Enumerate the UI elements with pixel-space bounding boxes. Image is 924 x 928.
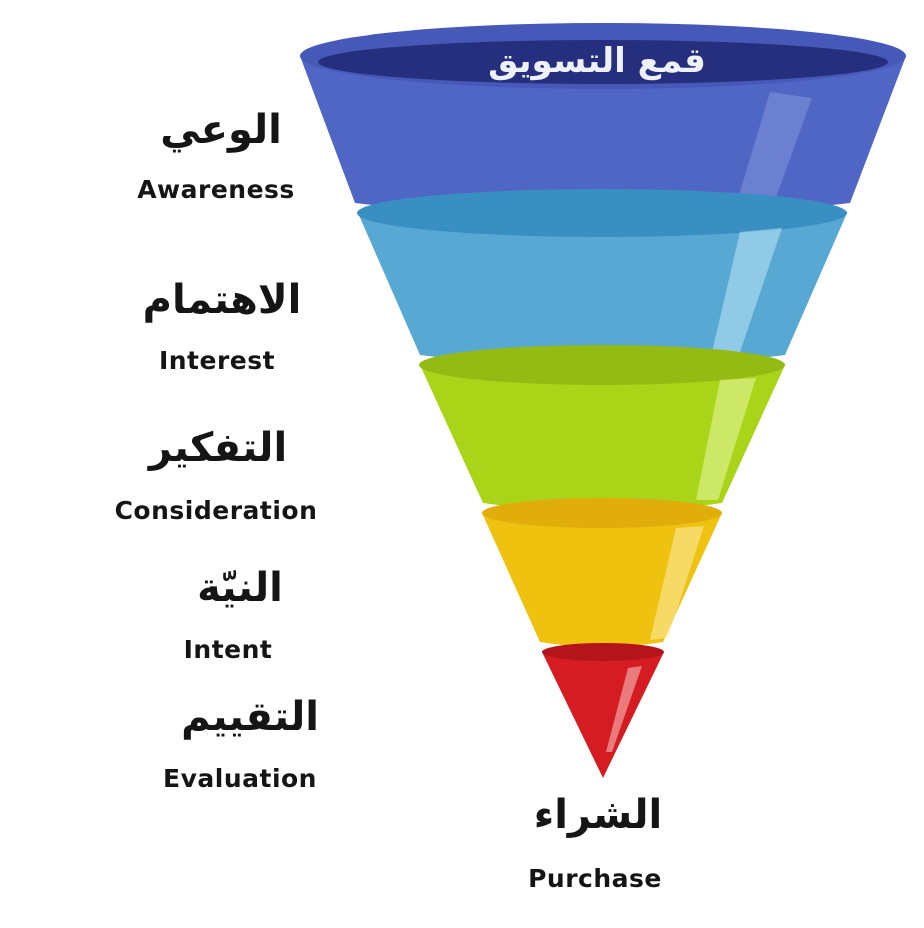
stage-interest-english: Interest — [158, 346, 276, 375]
funnel-title: قمع التسويق — [488, 41, 706, 81]
stage-interest-arabic: الاهتمام — [142, 277, 302, 323]
funnel-segment-interest — [357, 189, 847, 367]
funnel-segment-awareness — [300, 23, 906, 218]
stage-purchase-english: Purchase — [528, 864, 662, 893]
stage-awareness-arabic: الوعي — [160, 107, 282, 153]
funnel-segment-consideration — [419, 345, 785, 512]
stage-awareness-english: Awareness — [137, 175, 295, 204]
funnel-segment-intent — [482, 498, 722, 647]
stage-evaluation-arabic: التقييم — [181, 694, 319, 740]
stage-evaluation-english: Evaluation — [163, 764, 317, 793]
stage-intent-english: Intent — [183, 635, 273, 664]
stage-purchase-arabic: الشراء — [533, 792, 663, 838]
funnel-segment-evaluation — [542, 643, 664, 778]
stage-intent-arabic: النيّة — [197, 565, 283, 611]
stage-consideration-arabic: التفكير — [148, 425, 288, 471]
stage-consideration-english: Consideration — [114, 496, 318, 525]
